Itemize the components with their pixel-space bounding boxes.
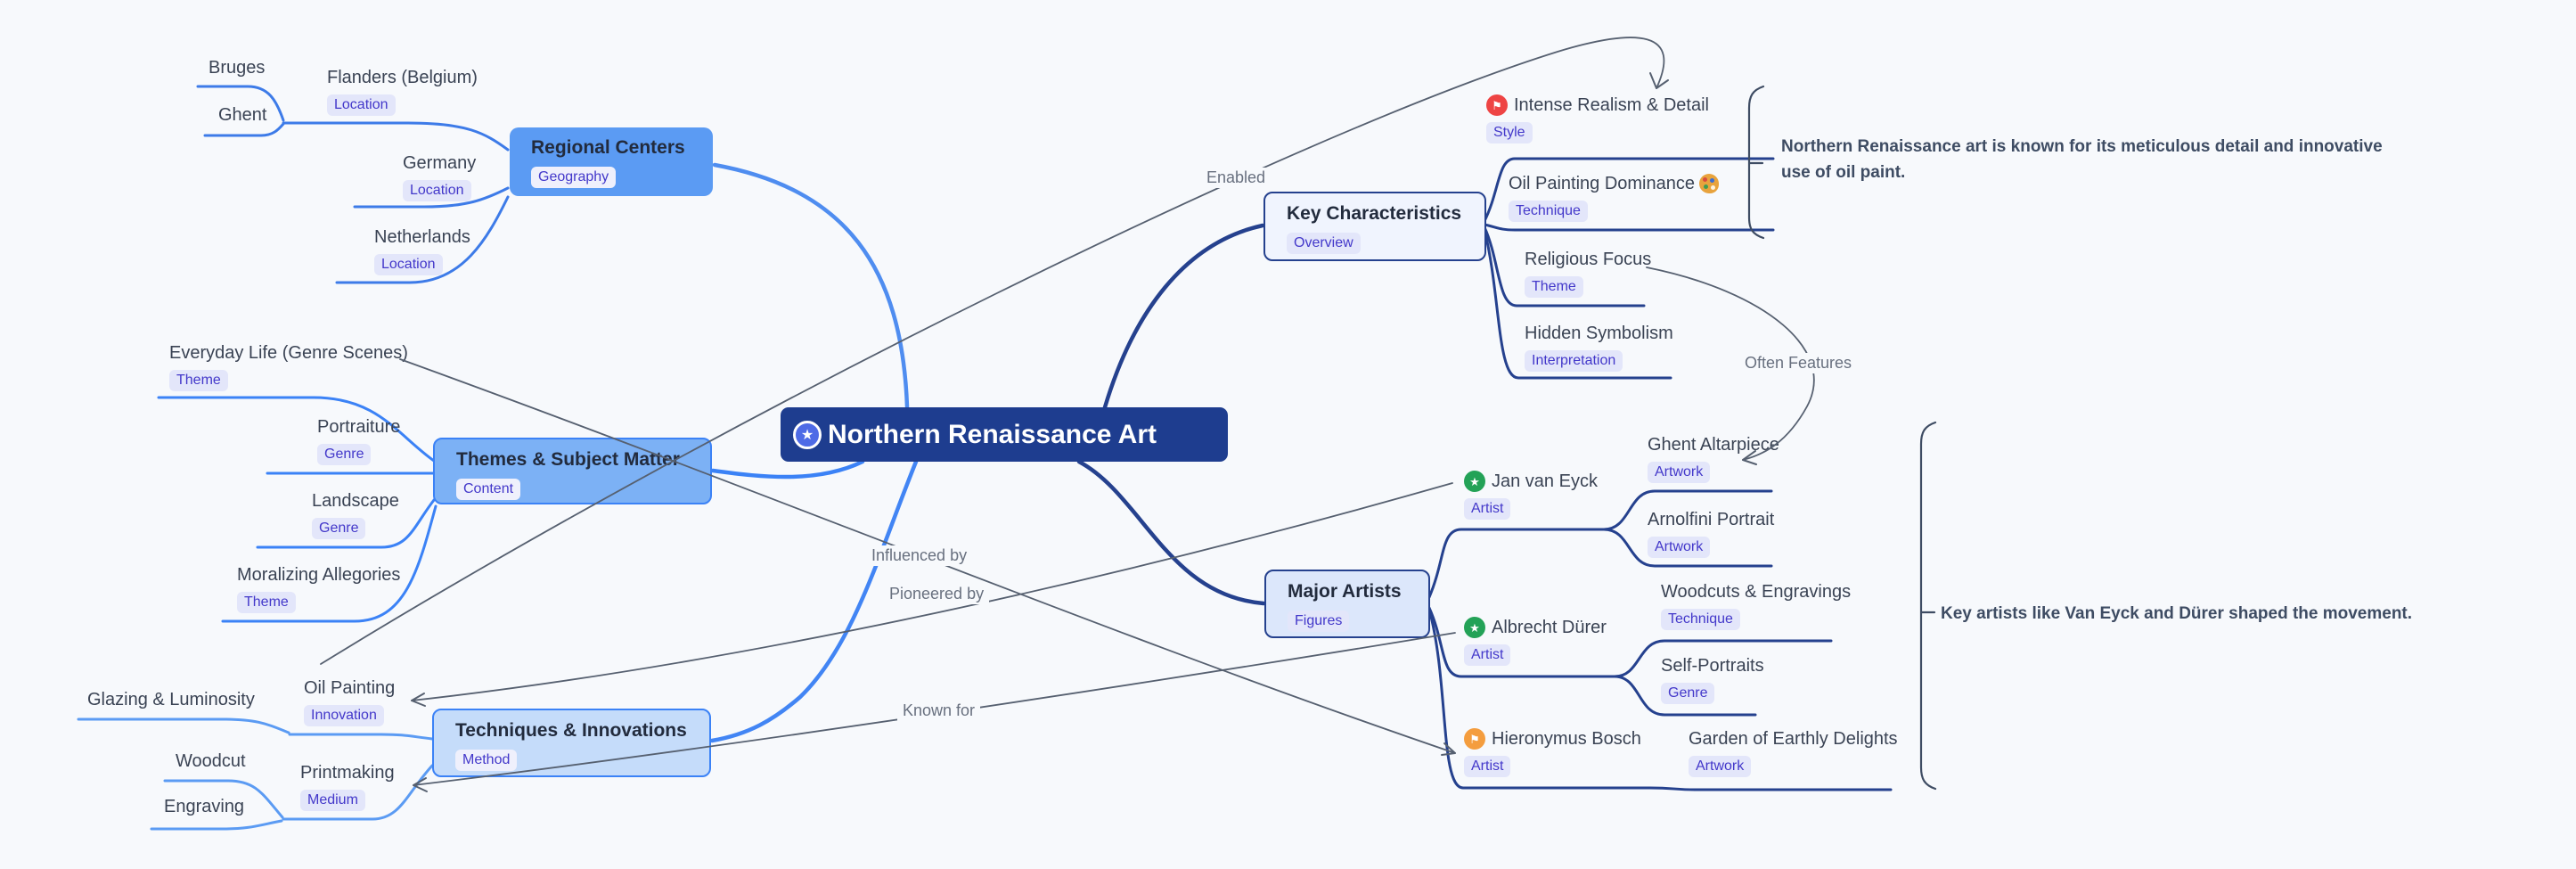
item-tag: Artwork bbox=[1648, 462, 1711, 483]
item-engraving[interactable]: Engraving bbox=[164, 797, 245, 816]
item-tag: Style bbox=[1486, 122, 1533, 143]
edge-label-known-for: Known for bbox=[897, 701, 981, 721]
item-tag: Artist bbox=[1464, 498, 1511, 520]
item-moralizing-allegories[interactable]: Moralizing Allegories Theme bbox=[237, 564, 400, 613]
item-glazing-luminosity[interactable]: Glazing & Luminosity bbox=[87, 690, 255, 709]
item-tag: Theme bbox=[237, 592, 296, 613]
item-jan-van-eyck[interactable]: ★ Jan van Eyck Artist bbox=[1464, 471, 1598, 520]
link-central-themes bbox=[710, 459, 865, 480]
red-flag-icon: ⚑ bbox=[1486, 94, 1508, 116]
node-title: Key Characteristics bbox=[1287, 203, 1462, 224]
item-tag: Artist bbox=[1464, 756, 1511, 777]
item-woodcuts-engravings[interactable]: Woodcuts & Engravings Technique bbox=[1661, 581, 1851, 630]
central-title: Northern Renaissance Art bbox=[828, 419, 1157, 449]
item-tag: Technique bbox=[1661, 609, 1740, 630]
edge-label-often-features: Often Features bbox=[1739, 353, 1858, 373]
item-tag: Theme bbox=[1525, 276, 1583, 298]
link-central-regional bbox=[712, 162, 910, 409]
orange-flag-icon: ⚑ bbox=[1464, 728, 1485, 750]
item-tag: Interpretation bbox=[1525, 350, 1623, 372]
item-garden-earthly-delights[interactable]: Garden of Earthly Delights Artwork bbox=[1689, 728, 1898, 777]
node-major-artists[interactable]: Major Artists Figures bbox=[1264, 570, 1430, 638]
item-bruges[interactable]: Bruges bbox=[209, 58, 266, 78]
node-title: Major Artists bbox=[1288, 581, 1402, 602]
node-regional-centers[interactable]: Regional Centers Geography bbox=[510, 127, 713, 196]
link-vaneyck bbox=[1427, 528, 1606, 599]
item-self-portraits[interactable]: Self-Portraits Genre bbox=[1661, 655, 1764, 704]
item-flanders[interactable]: Flanders (Belgium) Location bbox=[327, 67, 478, 116]
green-star-icon: ★ bbox=[1464, 617, 1485, 638]
node-title: Techniques & Innovations bbox=[455, 720, 687, 741]
node-tag: Content bbox=[456, 479, 521, 500]
node-techniques-innovations[interactable]: Techniques & Innovations Method bbox=[432, 709, 711, 777]
annotation-artists: Key artists like Van Eyck and Dürer shap… bbox=[1941, 604, 2413, 623]
item-woodcut[interactable]: Woodcut bbox=[176, 751, 246, 771]
item-landscape[interactable]: Landscape Genre bbox=[312, 490, 399, 539]
link-central-key bbox=[1102, 223, 1265, 410]
item-tag: Theme bbox=[169, 370, 228, 391]
edge-label-influenced-by: Influenced by bbox=[866, 545, 973, 566]
annotation-bracket-characteristics bbox=[1747, 85, 1765, 240]
node-tag: Overview bbox=[1287, 233, 1361, 254]
item-ghent[interactable]: Ghent bbox=[218, 105, 267, 125]
annotation-bracket-artists bbox=[1919, 421, 1937, 791]
item-tag: Genre bbox=[317, 444, 372, 465]
link-glazing bbox=[77, 717, 290, 734]
item-tag: Artwork bbox=[1648, 537, 1711, 558]
item-ghent-altarpiece[interactable]: Ghent Altarpiece Artwork bbox=[1648, 434, 1779, 483]
item-intense-realism[interactable]: ⚑ Intense Realism & Detail Style bbox=[1486, 94, 1709, 143]
item-religious-focus[interactable]: Religious Focus Theme bbox=[1525, 249, 1651, 298]
node-title: Themes & Subject Matter bbox=[456, 449, 680, 470]
green-star-icon: ★ bbox=[1464, 471, 1485, 492]
node-title: Regional Centers bbox=[531, 137, 685, 158]
item-tag: Location bbox=[327, 94, 396, 116]
link-oildom bbox=[1483, 223, 1775, 232]
edge-influenced-arrow bbox=[1441, 742, 1456, 756]
item-hidden-symbolism[interactable]: Hidden Symbolism Interpretation bbox=[1525, 323, 1673, 372]
edge-enabled-arrow bbox=[1649, 72, 1669, 89]
item-printmaking[interactable]: Printmaking Medium bbox=[300, 762, 395, 811]
node-tag: Figures bbox=[1288, 611, 1350, 632]
item-tag: Medium bbox=[300, 790, 365, 811]
item-tag: Genre bbox=[312, 518, 366, 539]
central-node[interactable]: ★ Northern Renaissance Art bbox=[781, 407, 1228, 462]
link-engraving bbox=[150, 819, 283, 831]
item-tag: Location bbox=[374, 254, 443, 275]
item-arnolfini-portrait[interactable]: Arnolfini Portrait Artwork bbox=[1648, 509, 1774, 558]
node-tag: Geography bbox=[531, 167, 617, 188]
item-tag: Technique bbox=[1509, 201, 1588, 222]
link-central-artists bbox=[1076, 459, 1266, 606]
item-tag: Artwork bbox=[1689, 756, 1752, 777]
item-germany[interactable]: Germany Location bbox=[403, 152, 476, 201]
node-tag: Method bbox=[455, 750, 518, 771]
item-tag: Artist bbox=[1464, 644, 1511, 666]
item-netherlands[interactable]: Netherlands Location bbox=[374, 226, 470, 275]
annotation-characteristics: Northern Renaissance art is known for it… bbox=[1781, 137, 2383, 182]
node-themes-subject-matter[interactable]: Themes & Subject Matter Content bbox=[433, 438, 712, 504]
link-flanders bbox=[282, 121, 510, 152]
link-oilpaint bbox=[288, 733, 434, 741]
palette-icon bbox=[1699, 174, 1719, 193]
edge-pioneered-arrow bbox=[411, 693, 426, 707]
item-tag: Location bbox=[403, 180, 471, 201]
item-albrecht-durer[interactable]: ★ Albrecht Dürer Artist bbox=[1464, 617, 1607, 666]
star-circle-icon: ★ bbox=[793, 420, 822, 449]
item-tag: Genre bbox=[1661, 683, 1715, 704]
item-oil-painting[interactable]: Oil Painting Innovation bbox=[304, 677, 395, 726]
node-key-characteristics[interactable]: Key Characteristics Overview bbox=[1263, 192, 1486, 261]
edge-label-enabled: Enabled bbox=[1201, 168, 1272, 188]
item-oil-dominance[interactable]: Oil Painting Dominance Technique bbox=[1509, 173, 1719, 222]
item-tag: Innovation bbox=[304, 705, 384, 726]
item-portraiture[interactable]: Portraiture Genre bbox=[317, 416, 400, 465]
item-everyday-life[interactable]: Everyday Life (Genre Scenes) Theme bbox=[169, 342, 408, 391]
item-hieronymus-bosch[interactable]: ⚑ Hieronymus Bosch Artist bbox=[1464, 728, 1641, 777]
link-garden bbox=[1648, 786, 1893, 791]
edge-known-arrow bbox=[413, 777, 428, 792]
edge-label-pioneered-by: Pioneered by bbox=[884, 584, 990, 604]
